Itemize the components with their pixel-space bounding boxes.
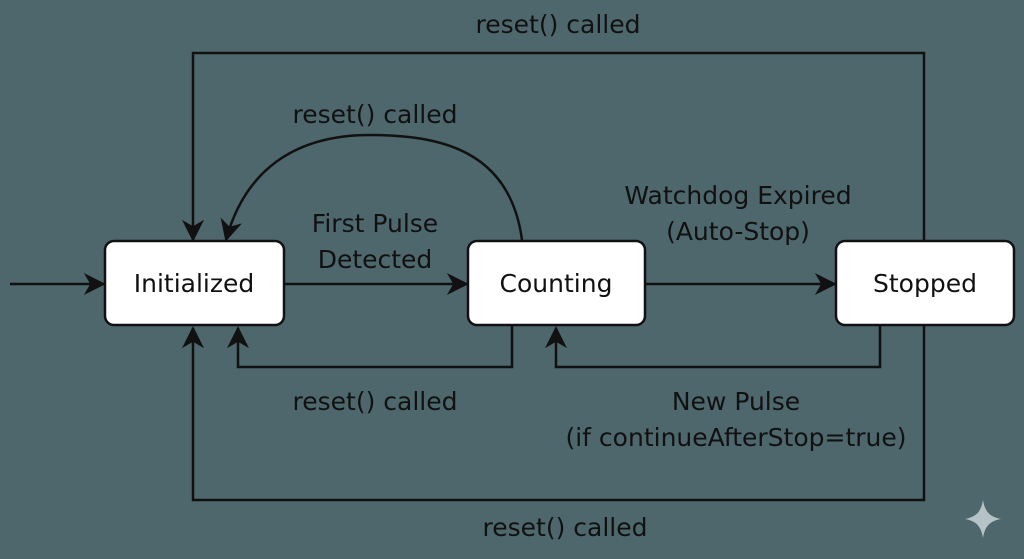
arc-reset-label: reset() called bbox=[293, 100, 458, 129]
sparkle-icon bbox=[965, 500, 1001, 538]
first-pulse-label-line1: First Pulse bbox=[312, 209, 438, 238]
new-pulse-arrow bbox=[545, 326, 882, 369]
state-initialized-label: Initialized bbox=[134, 269, 255, 298]
top-outer-reset-arrow bbox=[182, 51, 926, 242]
watchdog-label-line1: Watchdog Expired bbox=[624, 181, 851, 210]
watchdog-label-line2: (Auto-Stop) bbox=[666, 217, 810, 246]
bottom-outer-reset-label: reset() called bbox=[483, 513, 648, 542]
new-pulse-label-line1: New Pulse bbox=[672, 387, 800, 416]
state-counting-label: Counting bbox=[500, 269, 613, 298]
first-pulse-label-line2: Detected bbox=[318, 245, 433, 274]
bottom-reset-label: reset() called bbox=[293, 387, 458, 416]
new-pulse-label-line2: (if continueAfterStop=true) bbox=[565, 423, 906, 452]
counting-to-initialized-bottom-arrow bbox=[227, 326, 514, 369]
bottom-outer-reset-arrow bbox=[182, 326, 926, 502]
state-stopped: Stopped bbox=[834, 239, 1016, 327]
state-counting: Counting bbox=[466, 239, 647, 327]
state-stopped-label: Stopped bbox=[873, 269, 977, 298]
counting-to-initialized-arc-arrow bbox=[220, 133, 524, 242]
state-initialized: Initialized bbox=[103, 239, 286, 327]
top-outer-reset-label: reset() called bbox=[476, 10, 641, 39]
